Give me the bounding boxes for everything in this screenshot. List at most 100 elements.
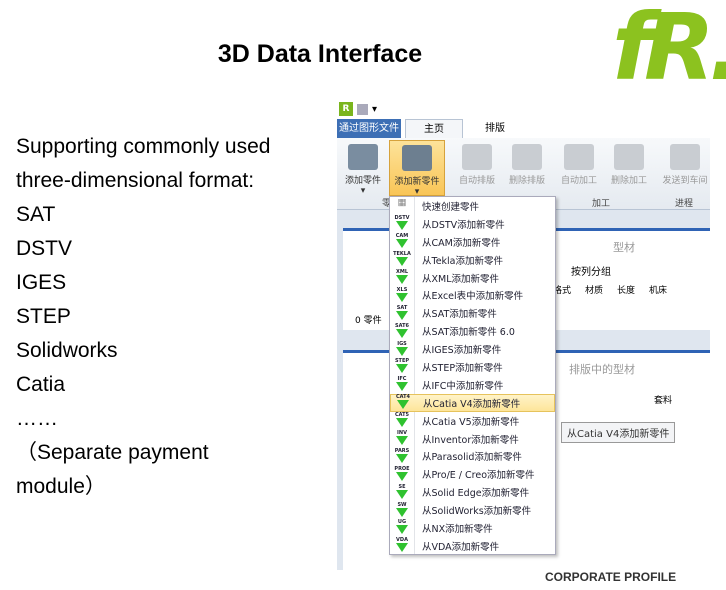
add-new-part-button[interactable]: 添加新零件▾ [389,140,445,197]
format-tag: SE [398,483,406,490]
col-material[interactable]: 材质 [585,286,604,296]
feature-line: DSTV [16,237,73,260]
feature-line: IGES [16,271,67,294]
col-format[interactable]: 格式 [553,286,572,296]
group-label-progress: 进程 [675,199,694,209]
format-tag: TEKLA [393,251,411,258]
menu-item[interactable]: PROE 从Pro/E / Creo添加新零件 [390,465,555,483]
menu-item-label: 从Catia V5添加新零件 [422,416,520,428]
menu-item[interactable]: TEKLA 从Tekla添加新零件 [390,251,555,269]
feature-line: （Separate payment [16,441,209,464]
menu-item[interactable]: XML 从XML添加新零件 [390,269,555,287]
add-part-button[interactable]: 添加零件▾ [339,140,387,196]
menu-item[interactable]: VDA 从VDA添加新零件 [390,537,555,555]
part-count: 0 零件 [355,316,382,326]
format-tag: XML [395,269,409,275]
menu-item-label: 从Tekla添加新零件 [422,255,503,267]
feature-line: …… [16,407,58,430]
menu-item-label: 从Pro/E / Creo添加新零件 [422,470,535,482]
col-machine[interactable]: 机床 [649,286,668,296]
delete-nest-button[interactable]: 删除排版 [503,140,551,196]
import-arrow-icon: XLS [390,287,414,304]
menu-item[interactable]: CAT5 从Catia V5添加新零件 [390,412,555,430]
green-arrow-icon [396,221,408,231]
app-logo-icon: R [339,102,353,116]
green-arrow-icon [396,418,408,428]
green-arrow-icon [396,328,408,338]
import-arrow-icon: PROE [390,466,414,483]
green-arrow-icon [396,489,408,499]
auto-nest-label: 自动排版 [458,176,495,186]
import-arrow-icon: CAM [390,233,414,250]
menu-item-label: 从IGES添加新零件 [422,345,502,357]
green-arrow-icon [396,507,408,517]
menu-item-label: 从SAT添加新零件 6.0 [422,327,515,339]
menu-item[interactable]: STEP 从STEP添加新零件 [390,358,555,376]
green-arrow-icon [396,436,408,446]
format-tag: SW [397,501,407,508]
tab-home[interactable]: 主页 [405,119,463,138]
panel-title: 排版中的型材 [569,363,635,376]
green-arrow-icon [397,400,409,410]
group-by-column-button[interactable]: 按列分组 [571,267,611,278]
green-arrow-icon [396,292,408,302]
feature-line: Solidworks [16,339,118,362]
menu-item-label: 从Inventor添加新零件 [422,434,519,446]
import-arrow-icon: VDA [390,537,414,554]
add-new-part-label: 添加新零件 [394,177,440,187]
green-arrow-icon [396,543,408,553]
menu-item[interactable]: IGS 从IGES添加新零件 [390,340,555,358]
menu-item-label: 从Solid Edge添加新零件 [422,488,530,500]
grid-icon: ▦ [397,197,407,209]
group-label-parts: 零 [382,199,392,209]
file-tab[interactable]: 通过图形文件 [337,119,401,138]
menu-item[interactable]: SAT6 从SAT添加新零件 6.0 [390,322,555,340]
menu-item[interactable]: PARS 从Parasolid添加新零件 [390,447,555,465]
import-arrow-icon: SAT6 [390,323,414,340]
import-arrow-icon: TEKLA [390,251,414,268]
delete-process-button[interactable]: 删除加工 [605,140,653,196]
import-arrow-icon: INV [390,430,414,447]
quick-access-bar: R ▾ [337,100,710,118]
format-tag: CAT5 [394,412,410,419]
menu-item[interactable]: INV 从Inventor添加新零件 [390,430,555,448]
import-arrow-icon: PARS [390,448,414,465]
menu-item-label: 从Parasolid添加新零件 [422,452,522,464]
import-arrow-icon: IGS [390,341,414,358]
menu-item-label: 从SAT添加新零件 [422,309,497,321]
auto-process-button[interactable]: 自动加工 [555,140,603,196]
send-to-workshop-button[interactable]: 发送到车间 [657,140,710,196]
menu-item[interactable]: SE 从Solid Edge添加新零件 [390,483,555,501]
customize-dropdown-icon[interactable]: ▾ [372,103,378,115]
auto-nest-button[interactable]: 自动排版 [453,140,501,196]
menu-item[interactable]: ▦快速创建零件 [390,197,555,215]
green-arrow-icon [396,239,408,249]
menu-item-label: 从XML添加新零件 [422,273,499,285]
feature-line: STEP [16,305,71,328]
tab-nesting[interactable]: 排版 [485,123,505,134]
import-arrow-icon: SW [390,502,414,519]
format-tag: DSTV [394,215,410,222]
menu-item-label: 从STEP添加新零件 [422,362,503,374]
nesting-button[interactable]: 套料 [654,396,673,406]
menu-item-label: 从VDA添加新零件 [422,541,500,553]
format-tag: CAM [395,233,409,240]
menu-item[interactable]: SW 从SolidWorks添加新零件 [390,501,555,519]
import-arrow-icon: CAT4 [391,394,415,411]
col-length[interactable]: 长度 [617,286,636,296]
green-arrow-icon [396,346,408,356]
green-arrow-icon [396,364,408,374]
import-arrow-icon: STEP [390,358,414,375]
format-tag: VDA [396,537,408,544]
save-icon[interactable] [357,103,368,115]
menu-item-label: 从SolidWorks添加新零件 [422,506,532,518]
import-arrow-icon: IFC [390,376,414,393]
